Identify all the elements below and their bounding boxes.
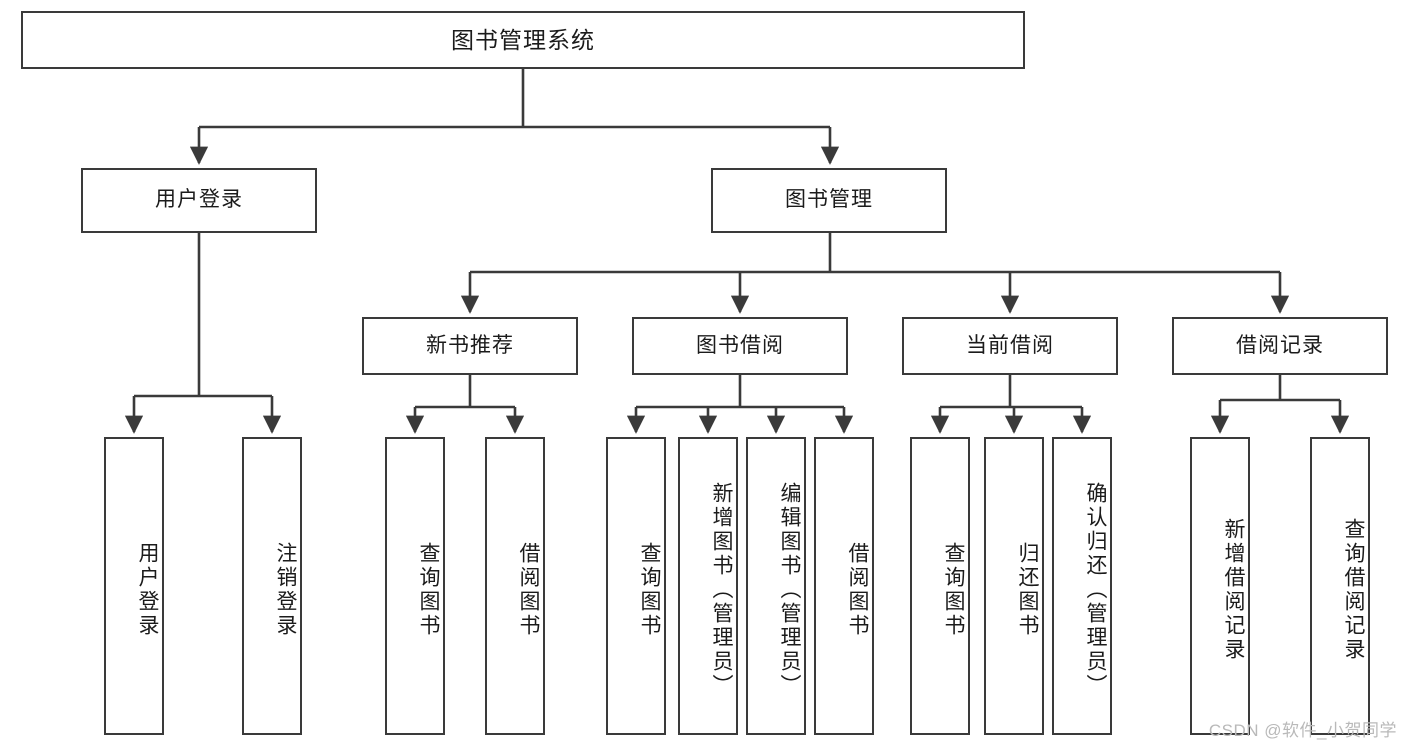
leaf-user-login[interactable]: 用户登录: [104, 437, 164, 735]
leaf-logout-label: 注销登录: [274, 542, 297, 638]
leaf-current-return-books-label: 归还图书: [1016, 542, 1039, 638]
leaf-borrow-add-book-admin-label: 新增图书（管理员）: [710, 482, 733, 698]
node-book-management[interactable]: 图书管理: [711, 168, 947, 233]
node-root-label: 图书管理系统: [451, 26, 595, 53]
node-book-management-label: 图书管理: [785, 188, 873, 212]
leaf-newbook-query-books-label: 查询图书: [417, 542, 440, 638]
leaf-user-login-label: 用户登录: [136, 542, 159, 638]
leaf-borrow-query-books-label: 查询图书: [638, 542, 661, 638]
node-user-login-label: 用户登录: [155, 188, 243, 212]
node-new-book-recommend[interactable]: 新书推荐: [362, 317, 578, 375]
leaf-records-add-record-label: 新增借阅记录: [1222, 518, 1245, 662]
leaf-borrow-query-books[interactable]: 查询图书: [606, 437, 666, 735]
leaf-records-query-record-label: 查询借阅记录: [1342, 518, 1365, 662]
leaf-borrow-edit-book-admin-label: 编辑图书（管理员）: [778, 482, 801, 698]
node-current-borrow[interactable]: 当前借阅: [902, 317, 1118, 375]
leaf-borrow-add-book-admin[interactable]: 新增图书（管理员）: [678, 437, 738, 735]
node-borrow-records-label: 借阅记录: [1236, 333, 1324, 357]
leaf-records-add-record[interactable]: 新增借阅记录: [1190, 437, 1250, 735]
node-root[interactable]: 图书管理系统: [21, 11, 1025, 69]
node-borrow-records[interactable]: 借阅记录: [1172, 317, 1388, 375]
node-book-borrow-label: 图书借阅: [696, 333, 784, 357]
leaf-logout[interactable]: 注销登录: [242, 437, 302, 735]
leaf-newbook-borrow-books-label: 借阅图书: [517, 542, 540, 638]
leaf-borrow-borrow-books-label: 借阅图书: [846, 542, 869, 638]
leaf-records-query-record[interactable]: 查询借阅记录: [1310, 437, 1370, 735]
leaf-current-confirm-return-admin[interactable]: 确认归还（管理员）: [1052, 437, 1112, 735]
node-user-login[interactable]: 用户登录: [81, 168, 317, 233]
node-book-borrow[interactable]: 图书借阅: [632, 317, 848, 375]
leaf-borrow-borrow-books[interactable]: 借阅图书: [814, 437, 874, 735]
leaf-current-return-books[interactable]: 归还图书: [984, 437, 1044, 735]
leaf-current-query-books-label: 查询图书: [942, 542, 965, 638]
leaf-current-query-books[interactable]: 查询图书: [910, 437, 970, 735]
leaf-newbook-query-books[interactable]: 查询图书: [385, 437, 445, 735]
leaf-borrow-edit-book-admin[interactable]: 编辑图书（管理员）: [746, 437, 806, 735]
leaf-current-confirm-return-admin-label: 确认归还（管理员）: [1084, 482, 1107, 698]
node-current-borrow-label: 当前借阅: [966, 333, 1054, 357]
leaf-newbook-borrow-books[interactable]: 借阅图书: [485, 437, 545, 735]
watermark: CSDN @软件_小贺同学: [1208, 721, 1397, 740]
node-new-book-recommend-label: 新书推荐: [426, 333, 514, 357]
